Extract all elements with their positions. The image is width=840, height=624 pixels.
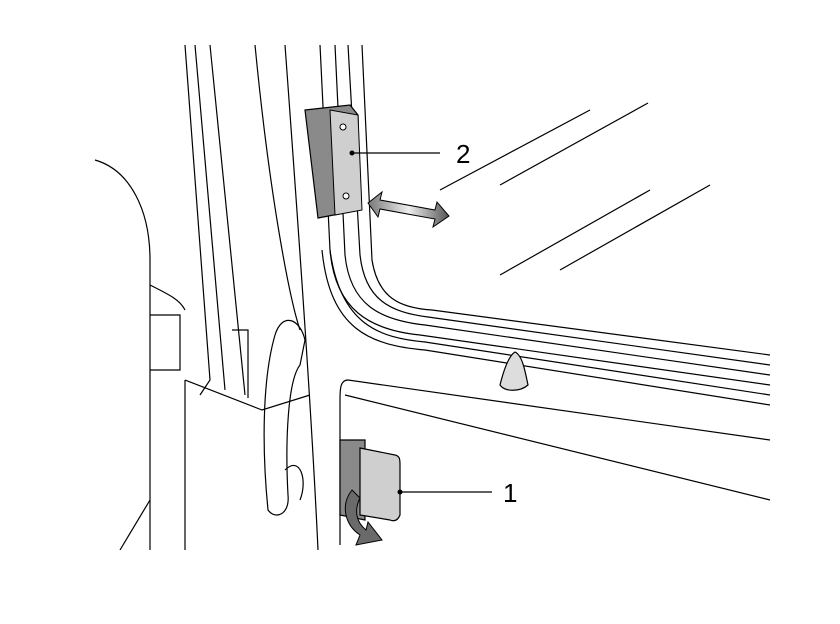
lock-knob: [499, 351, 529, 391]
upper-catch: [304, 104, 450, 229]
door-pillar: [184, 44, 319, 551]
grab-handle: [263, 319, 306, 516]
seat-outline: [94, 159, 186, 551]
callout-1-dot: [397, 489, 403, 495]
window-frame: [319, 44, 771, 545]
callout-2-label: 2: [456, 139, 470, 169]
callout-1-label: 1: [503, 478, 517, 508]
glass-reflections: [439, 102, 711, 276]
lower-latch: [339, 439, 401, 546]
callout-2-dot: [349, 150, 355, 156]
